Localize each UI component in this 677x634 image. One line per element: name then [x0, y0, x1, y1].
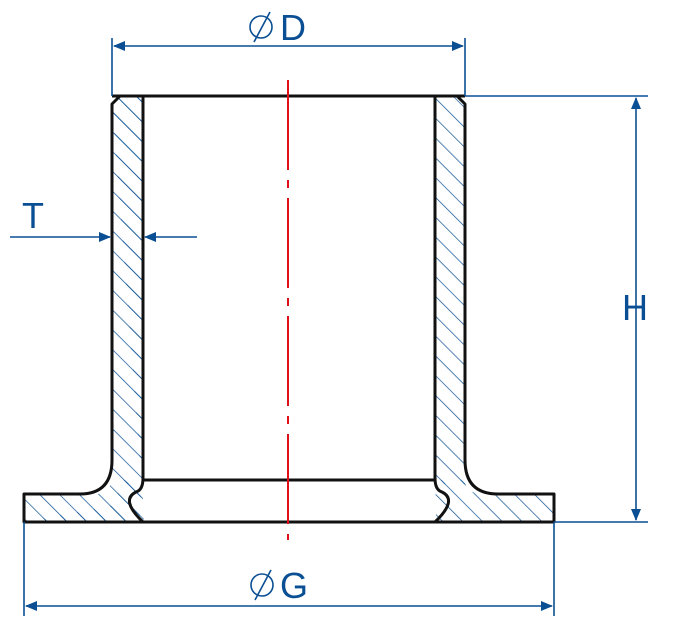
left-wall-hatch: [112, 96, 143, 484]
left-flange-hatch: [24, 474, 143, 522]
bottom-diameter-label: G: [280, 565, 308, 606]
wall-thickness-label: T: [22, 195, 44, 236]
right-wall-hatch: [435, 96, 465, 484]
top-diameter-label: D: [280, 7, 306, 48]
diameter-symbol-icon: [249, 11, 273, 43]
diameter-symbol-icon: [250, 569, 274, 601]
right-flange-hatch: [435, 480, 554, 522]
bore-outline-right: [433, 96, 451, 524]
height-label: H: [622, 287, 648, 328]
bore-outline: [127, 96, 145, 524]
